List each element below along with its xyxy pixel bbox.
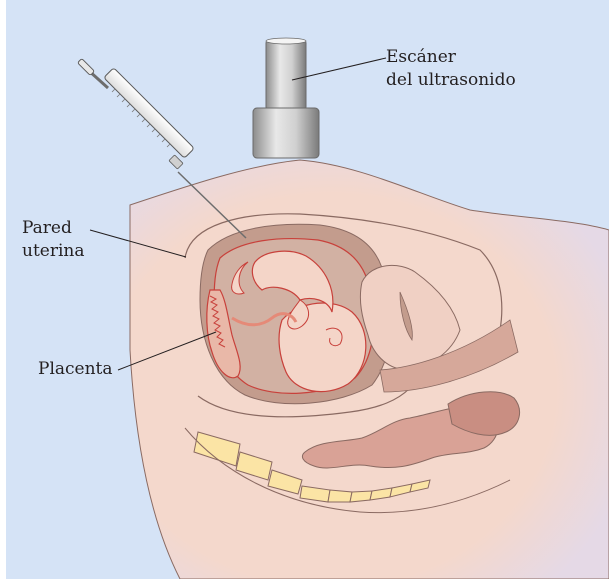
scanner-label-line1: Escáner <box>386 47 456 67</box>
scanner-label: Escáner del ultrasonido <box>386 46 516 92</box>
scanner-head <box>253 108 319 158</box>
scanner-handle <box>266 40 306 110</box>
scanner-label-line2: del ultrasonido <box>386 70 516 90</box>
placenta-label: Placenta <box>38 358 113 381</box>
wall-label-line1: Pared <box>22 218 72 238</box>
scanner-top <box>266 38 306 44</box>
wall-label-line2: uterina <box>22 241 85 261</box>
vertebra <box>328 490 352 502</box>
vertebra <box>350 491 372 502</box>
uterine-wall-label: Pared uterina <box>22 217 85 263</box>
